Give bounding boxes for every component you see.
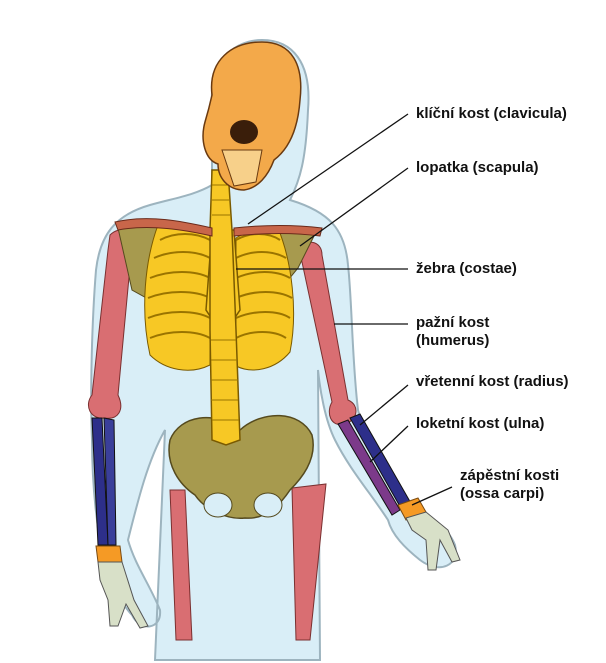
left-femur bbox=[169, 489, 193, 641]
left-hand bbox=[97, 561, 149, 629]
clavicle bbox=[114, 218, 323, 237]
label-radius: vřetenní kost (radius) bbox=[416, 373, 569, 390]
label-humerus-line1: pažní kost bbox=[416, 314, 490, 331]
spine bbox=[209, 169, 241, 446]
ribs bbox=[147, 233, 293, 339]
pelvis-obturator-left bbox=[203, 492, 233, 518]
label-humerus-line2: (humerus) bbox=[416, 332, 490, 349]
label-costae: žebra (costae) bbox=[416, 260, 517, 277]
skull-jaw bbox=[221, 149, 263, 187]
label-carpi-line2: (ossa carpi) bbox=[460, 485, 545, 502]
vertebrae-lines bbox=[211, 184, 239, 421]
right-hand bbox=[405, 511, 461, 571]
label-scapula: lopatka (scapula) bbox=[416, 159, 539, 176]
leader-lines bbox=[236, 113, 453, 506]
right-ulna bbox=[337, 419, 401, 516]
pelvis-obturator-right bbox=[253, 492, 283, 518]
right-humerus bbox=[297, 241, 357, 426]
left-ulna bbox=[103, 417, 117, 546]
right-femur bbox=[291, 483, 327, 641]
left-carpals bbox=[95, 545, 123, 563]
label-ulna: loketní kost (ulna) bbox=[416, 415, 545, 432]
skull-eye-socket bbox=[230, 120, 258, 144]
label-clavicula: klíční kost (clavicula) bbox=[416, 105, 567, 122]
label-carpi-line1: zápěstní kosti bbox=[460, 467, 560, 484]
